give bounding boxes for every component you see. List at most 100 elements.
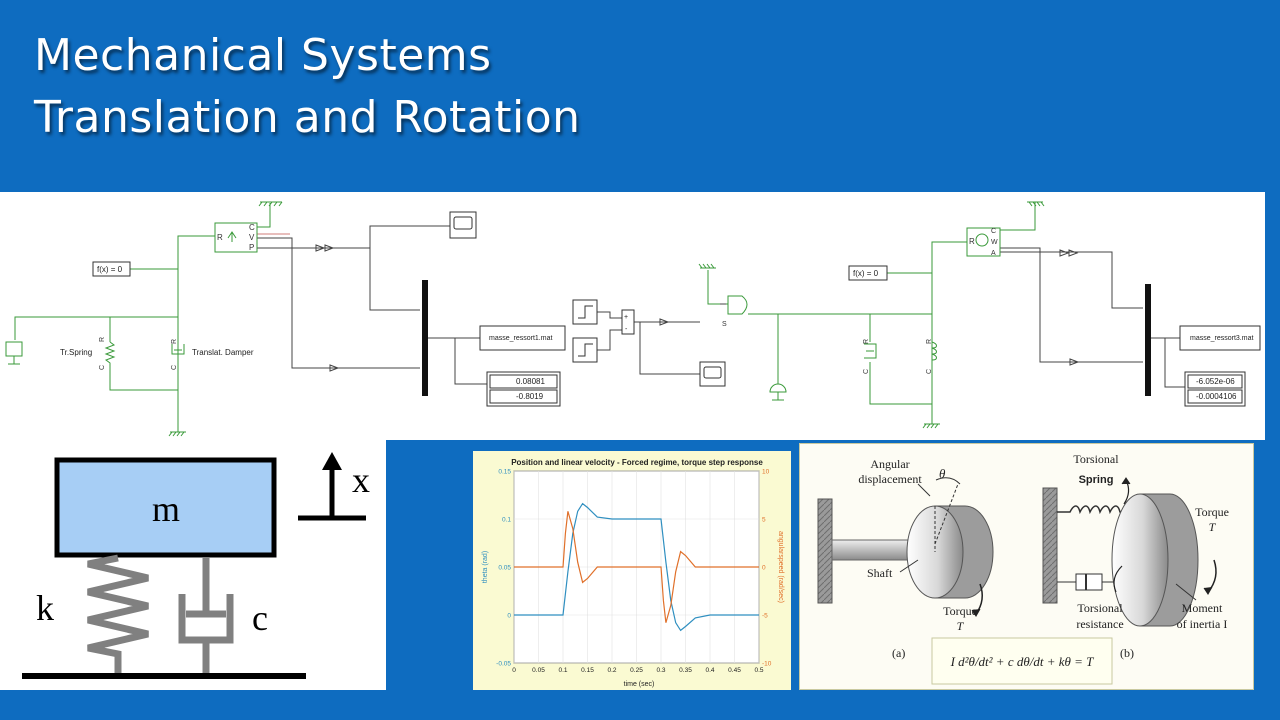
damper-port-r: R: [171, 339, 178, 344]
torsional-resistance-label-2: resistance: [1076, 617, 1123, 631]
damper-label: Translat. Damper: [192, 348, 254, 357]
mass-spring-damper-diagram: m k c x: [22, 452, 370, 679]
theta-label: θ: [939, 466, 946, 481]
rot-damper-port-r: R: [863, 339, 870, 344]
mass-block: [54, 457, 277, 558]
spring-label: Tr.Spring: [60, 348, 92, 357]
mass-block-icon: [5, 341, 23, 357]
x-tick-label: 0.4: [705, 667, 714, 674]
y-tick-label-right: -10: [762, 661, 772, 668]
rot-port-a: A: [991, 250, 996, 257]
port-r-label: R: [217, 233, 223, 242]
angular-displacement-label-1: Angular: [870, 457, 909, 471]
fx-block-left-label: f(x) = 0: [97, 265, 123, 274]
shaft-label: Shaft: [867, 566, 893, 580]
chart-title: Position and linear velocity - Forced re…: [511, 458, 763, 467]
ground-bottom-middle-icon: [769, 383, 787, 401]
to-file-right-label: masse_ressort3.mat: [1190, 335, 1253, 342]
ground-top-middle-icon: [698, 263, 716, 269]
to-file-left-label: masse_ressort1.mat: [489, 335, 552, 342]
simulink-diagram-panel: R C V P f(x) = 0 Tr.Spring C R Translat.…: [0, 192, 1265, 440]
torsional-spring-label-2: Spring: [1079, 474, 1114, 486]
port-s-label: S: [722, 321, 727, 328]
x-tick-label: 0: [512, 667, 516, 674]
rot-spring-port-c: C: [926, 369, 933, 374]
spring-icon: [87, 554, 149, 674]
mass-label: m: [152, 489, 180, 529]
rot-port-w: W: [991, 239, 998, 246]
y-tick-label-left: -0.05: [496, 661, 511, 668]
rot-spring-port-r: R: [926, 339, 933, 344]
damper-icon: [178, 558, 234, 674]
simulink-diagram: R C V P f(x) = 0 Tr.Spring C R Translat.…: [5, 201, 1261, 437]
rot-port-c: C: [991, 228, 996, 235]
port-p-label: P: [249, 243, 254, 252]
x-tick-label: 0.35: [679, 667, 692, 674]
torsional-resistance-label-1: Torsional: [1077, 601, 1123, 615]
wall-a: [817, 498, 833, 604]
response-plot-panel: Position and linear velocity - Forced re…: [473, 451, 791, 690]
slide-title-line2: Translation and Rotation: [34, 92, 581, 143]
rot-sensor-block: [966, 227, 1001, 257]
damper-symbol: c: [252, 598, 268, 638]
equation-box: [931, 637, 1113, 685]
x-axis-label: x: [352, 460, 370, 500]
y-axis-label-right: angularspeed (rad/sec): [777, 531, 784, 603]
rot-damper-icon: [864, 343, 877, 359]
sum-block: [621, 309, 635, 335]
torque-a-label: Torque: [943, 604, 977, 618]
torsion-diagram-panel: Angular displacement θ Shaft Torque T (a…: [799, 443, 1254, 690]
ground-top-right-icon: [1027, 201, 1045, 207]
x-axis-label: time (sec): [624, 681, 655, 688]
damper-port-c: C: [171, 365, 178, 370]
port-c-label: C: [249, 223, 255, 232]
fx-block-right: [848, 265, 888, 281]
series-line-theta: [514, 502, 759, 632]
x-tick-label: 0.45: [728, 667, 741, 674]
x-tick-label: 0.5: [754, 667, 763, 674]
label-a: (a): [892, 646, 905, 660]
display-left-value-1: 0.08081: [516, 377, 545, 386]
torque-source-block: [727, 295, 748, 315]
svg-text:-: -: [625, 326, 628, 333]
to-file-right: [1179, 325, 1261, 351]
y-tick-label-right: 5: [762, 517, 766, 524]
spring-symbol: k: [36, 588, 54, 628]
x-tick-label: 0.2: [607, 667, 616, 674]
spring-port-r: R: [99, 337, 106, 342]
y-tick-label-right: -5: [762, 613, 768, 620]
y-tick-label-left: 0.1: [502, 517, 511, 524]
x-tick-label: 0.25: [630, 667, 643, 674]
series-lines: [514, 502, 759, 632]
rot-port-r: R: [969, 237, 975, 246]
slide-title-line1: Mechanical Systems: [34, 30, 492, 81]
wall-b: [1042, 487, 1058, 604]
disk-b: [1111, 493, 1169, 627]
torsional-spring-label-1: Torsional: [1073, 452, 1119, 466]
moment-inertia-label-1: Moment: [1182, 601, 1223, 615]
torque-b-symbol: T: [1209, 520, 1217, 534]
x-tick-label: 0.1: [558, 667, 567, 674]
response-chart: Position and linear velocity - Forced re…: [482, 458, 784, 688]
damper-block-icon: [171, 344, 185, 362]
rot-damper-port-c: C: [863, 369, 870, 374]
display-right-value-1: -6.052e-06: [1196, 377, 1235, 386]
torque-b-label: Torque: [1195, 505, 1229, 519]
x-tick-label: 0.05: [532, 667, 545, 674]
mass-spring-damper-panel: m k c x: [0, 440, 386, 690]
spring-block-icon: [104, 341, 116, 370]
display-right-value-2: -0.0004106: [1196, 392, 1237, 401]
y-tick-label-right: 10: [762, 469, 770, 476]
svg-text:+: +: [624, 314, 628, 321]
torsion-diagram: Angular displacement θ Shaft Torque T (a…: [817, 452, 1229, 685]
to-file-left: [479, 325, 566, 351]
fx-block-right-label: f(x) = 0: [853, 269, 879, 278]
display-left-value-2: -0.8019: [516, 392, 544, 401]
equation-text: I d²θ/dt² + c dθ/dt + kθ = T: [950, 654, 1095, 669]
y-axis-label-left: theta (rad): [482, 551, 489, 583]
ground-top-left-icon: [258, 201, 283, 207]
label-b: (b): [1120, 646, 1134, 660]
y-tick-label-right: 0: [762, 565, 766, 572]
spring-port-c: C: [99, 365, 106, 370]
